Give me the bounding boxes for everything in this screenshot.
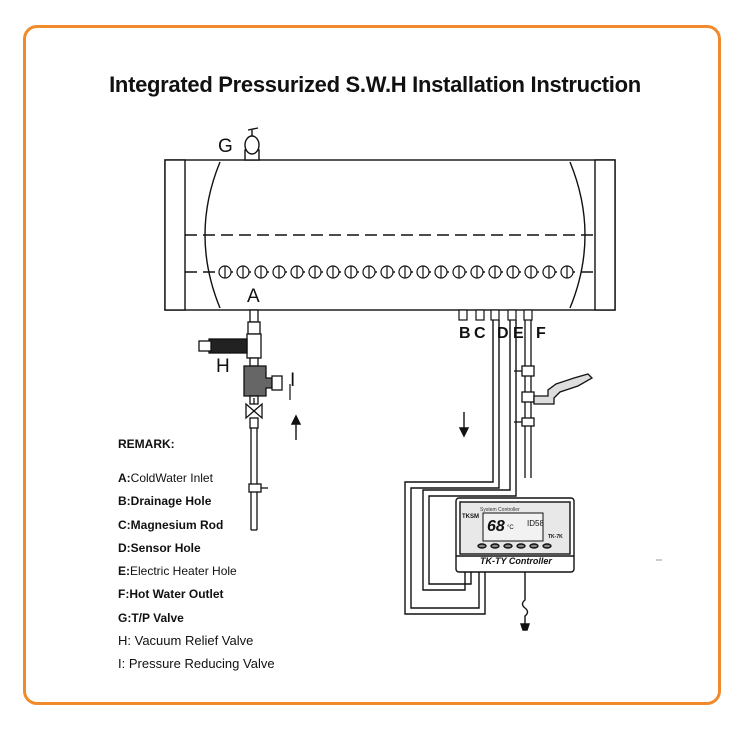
remark-item: C:Magnesium Rod	[118, 517, 224, 532]
label-i: I	[290, 370, 296, 391]
label-a: A	[247, 286, 260, 307]
label-f: F	[536, 325, 546, 342]
remark-heading: REMARK:	[118, 437, 175, 451]
diagram-title: Integrated Pressurized S.W.H Installatio…	[109, 72, 641, 97]
controller-id: ID58	[527, 519, 544, 528]
water-tank	[164, 159, 616, 311]
remark-item: D:Sensor Hole	[118, 540, 201, 555]
controller-name: TK-TY Controller	[480, 556, 552, 566]
diagram-frame	[23, 25, 721, 705]
label-e: E	[513, 325, 524, 342]
hot-outlet-plumbing	[514, 320, 594, 478]
remark-item: E:Electric Heater Hole	[118, 564, 237, 579]
tp-valve	[244, 127, 260, 161]
bottom-fittings	[458, 309, 533, 321]
controller-model: TK-7K	[548, 534, 563, 540]
tube-sockets	[218, 265, 574, 279]
controller-caption: System Controller	[480, 507, 520, 513]
controller-wiring	[404, 320, 517, 615]
controller-temperature: 68	[487, 518, 505, 535]
controller-brand: TKSM	[462, 514, 479, 520]
remark-item: B:Drainage Hole	[118, 494, 212, 509]
controller-unit: °C	[507, 525, 514, 531]
remark-item: G:T/P Valve	[118, 610, 184, 625]
label-g: G	[218, 136, 233, 157]
cold-inlet-plumbing	[198, 309, 283, 531]
label-b: B	[459, 325, 471, 342]
remark-item: A:ColdWater Inlet	[118, 471, 213, 485]
outflow-arrow-down	[458, 412, 470, 438]
label-c: C	[474, 325, 486, 342]
remark-item: H: Vacuum Relief Valve	[118, 633, 254, 649]
label-d: D	[497, 325, 509, 342]
remark-item: I: Pressure Reducing Valve	[118, 656, 275, 672]
remark-list: A:ColdWater Inlet B:Drainage Hole C:Magn…	[118, 470, 275, 680]
label-h: H	[216, 356, 230, 377]
tk-ty-controller	[455, 497, 575, 631]
remark-item: F:Hot Water Outlet	[118, 587, 224, 602]
inflow-arrow-up	[290, 414, 302, 440]
